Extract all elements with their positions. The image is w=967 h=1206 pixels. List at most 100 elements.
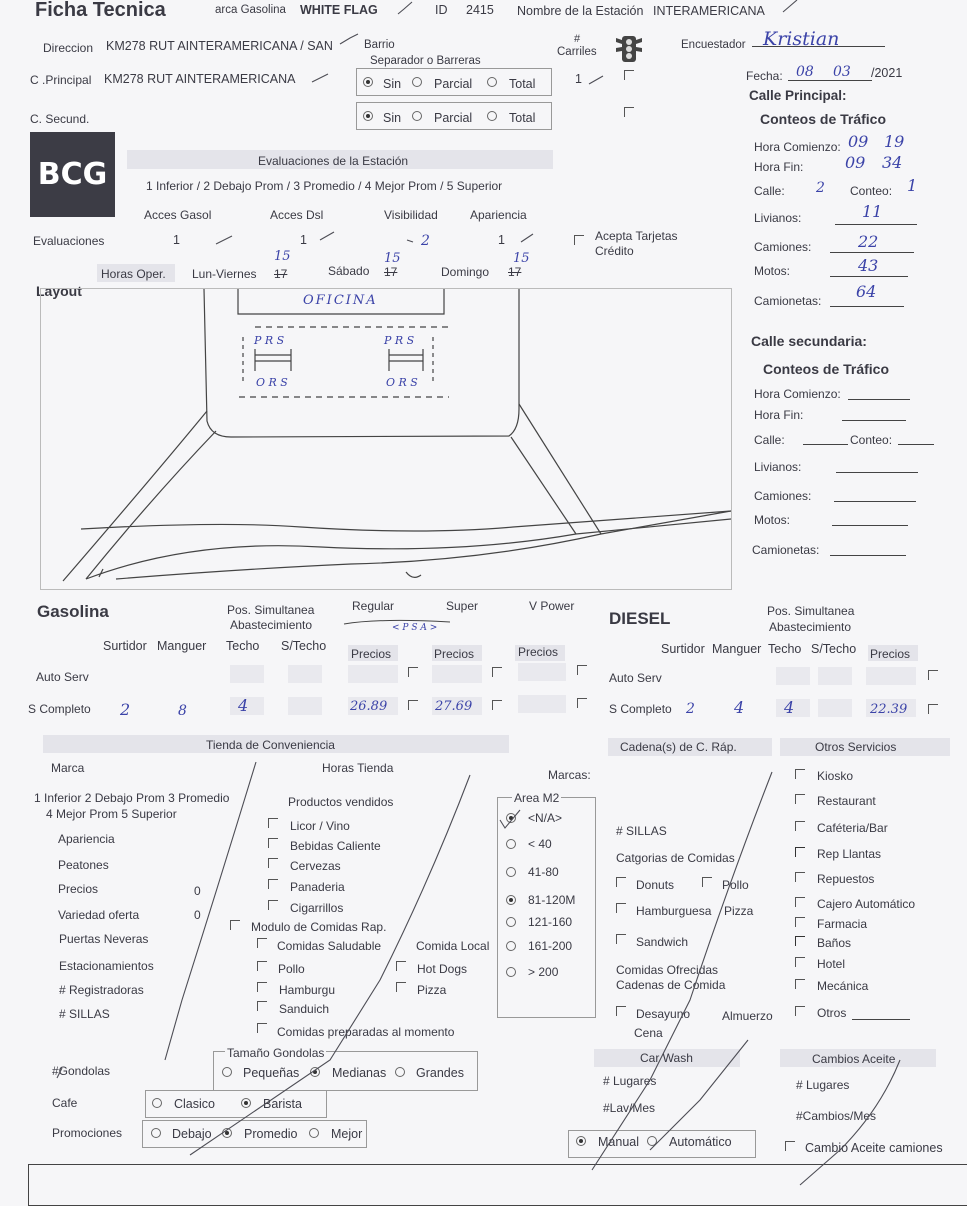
diesel-pos-simultanea: Pos. Simultanea (767, 604, 855, 618)
otros-checkbox-1[interactable] (795, 794, 805, 804)
secundaria-hora-fin-field[interactable] (842, 420, 906, 421)
otros-checkbox-10[interactable] (795, 1006, 805, 1016)
cervezas-checkbox[interactable] (268, 858, 278, 868)
area-radio-3[interactable] (506, 895, 516, 905)
gasolina-sc-vpower-checkbox[interactable] (577, 698, 587, 708)
otros-field[interactable] (852, 1019, 910, 1020)
secundaria-camionetas-field[interactable] (830, 555, 906, 556)
secundaria-motos-field[interactable] (832, 525, 908, 526)
otros-checkbox-4[interactable] (795, 872, 805, 882)
gasolina-sc-vpower-box[interactable] (518, 695, 566, 713)
aceite-camiones-checkbox[interactable] (785, 1141, 795, 1151)
licor-checkbox[interactable] (268, 818, 278, 828)
sanduich-checkbox[interactable] (257, 1001, 267, 1011)
cigarrillos-checkbox[interactable] (268, 900, 278, 910)
secundaria-calle-field[interactable] (803, 444, 848, 445)
principal-motos-value: 43 (858, 256, 879, 275)
radio-pequenas[interactable] (222, 1067, 232, 1077)
otros-checkbox-9[interactable] (795, 979, 805, 989)
diesel-sc-checkbox[interactable] (928, 704, 938, 714)
gasolina-as-regular-checkbox[interactable] (408, 667, 418, 677)
gasolina-as-precio-vpower[interactable] (518, 663, 566, 681)
desayuno-checkbox[interactable] (616, 1006, 626, 1016)
otros-checkbox-7[interactable] (795, 936, 805, 946)
area-radio-2[interactable] (506, 867, 516, 877)
donuts-checkbox[interactable] (616, 877, 626, 887)
gasolina-as-stecho[interactable] (288, 665, 322, 683)
hotdogs-checkbox[interactable] (396, 961, 406, 971)
otros-checkbox-3[interactable] (795, 847, 805, 857)
principal-camiones-value: 22 (858, 232, 879, 251)
diesel-as-precio[interactable] (866, 667, 916, 685)
area-radio-5[interactable] (506, 941, 516, 951)
gasolina-as-techo[interactable] (230, 665, 264, 683)
radio-mejor[interactable] (309, 1128, 319, 1138)
tarjetas-checkbox[interactable] (574, 235, 584, 245)
modulo-checkbox[interactable] (230, 920, 240, 930)
diesel-sc-techo: 4 (784, 698, 795, 717)
tienda-scale-2: 4 Mejor Prom 5 Superior (46, 807, 177, 821)
otros-checkbox-0[interactable] (795, 769, 805, 779)
aceite-cambios: #Cambios/Mes (796, 1109, 877, 1123)
csecund-checkbox[interactable] (624, 107, 634, 117)
diesel-sc-precio-box[interactable] (866, 699, 916, 717)
gasolina-sc-super-box[interactable] (432, 697, 482, 715)
diesel-sc-techo-box[interactable] (776, 699, 810, 717)
otros-checkbox-5[interactable] (795, 897, 805, 907)
gasolina-as-precio-regular[interactable] (348, 665, 398, 683)
preparadas-checkbox[interactable] (257, 1023, 267, 1033)
gasolina-sc-techo-box[interactable] (230, 697, 264, 715)
otros-checkbox-2[interactable] (795, 821, 805, 831)
radio-medianas[interactable] (310, 1067, 320, 1077)
gasolina-as-precio-super[interactable] (432, 665, 482, 683)
secundaria-conteo-field[interactable] (898, 444, 934, 445)
radio-sin-principal[interactable] (363, 77, 373, 87)
area-radio-4[interactable] (506, 917, 516, 927)
radio-total-principal[interactable] (487, 77, 497, 87)
area-radio-1[interactable] (506, 839, 516, 849)
diesel-as-stecho[interactable] (818, 667, 852, 685)
secundaria-hora-comienzo-field[interactable] (848, 399, 910, 400)
sandwich-checkbox[interactable] (616, 934, 626, 944)
cadena-pollo-checkbox[interactable] (702, 877, 712, 887)
radio-barista[interactable] (241, 1098, 251, 1108)
diesel-as-checkbox[interactable] (928, 670, 938, 680)
diesel-sc-stecho-box[interactable] (818, 699, 852, 717)
principal-camionetas-label: Camionetas: (754, 294, 822, 308)
gasolina-sc-regular-checkbox[interactable] (408, 700, 418, 710)
radio-grandes[interactable] (395, 1067, 405, 1077)
pollo-checkbox[interactable] (257, 961, 267, 971)
gasolina-sc-super-checkbox[interactable] (492, 700, 502, 710)
otros-checkbox-6[interactable] (795, 917, 805, 927)
modulo-label: Modulo de Comidas Rap. (251, 920, 387, 934)
secundaria-livianos-field[interactable] (836, 472, 918, 473)
pizza-checkbox[interactable] (396, 982, 406, 992)
hamburguesa-checkbox[interactable] (616, 903, 626, 913)
secundaria-camiones-field[interactable] (834, 501, 916, 502)
gasolina-sc-stecho-box[interactable] (288, 697, 322, 715)
radio-automatico[interactable] (647, 1136, 657, 1146)
gasolina-sc-regular-box[interactable] (348, 697, 398, 715)
radio-parcial-principal[interactable] (412, 77, 422, 87)
radio-parcial-secundaria[interactable] (412, 111, 422, 121)
carriles-checkbox[interactable] (624, 70, 634, 80)
radio-manual[interactable] (576, 1136, 586, 1146)
panaderia-checkbox[interactable] (268, 879, 278, 889)
radio-debajo[interactable] (151, 1128, 161, 1138)
saludable-label: Comidas Saludable (277, 939, 382, 953)
diesel-as-techo[interactable] (776, 667, 810, 685)
gasolina-abastecimiento: Abastecimiento (230, 618, 313, 632)
radio-sin-secundaria[interactable] (363, 111, 373, 121)
otros-checkbox-8[interactable] (795, 957, 805, 967)
area-radio-6[interactable] (506, 967, 516, 977)
radio-clasico[interactable] (152, 1098, 162, 1108)
surtidor-1-top: P R S (254, 334, 285, 347)
gasolina-as-vpower-checkbox[interactable] (577, 665, 587, 675)
area-radio-0[interactable] (506, 813, 516, 823)
radio-total-secundaria[interactable] (487, 111, 497, 121)
bebidas-checkbox[interactable] (268, 838, 278, 848)
domingo-old: 17 (508, 265, 522, 279)
saludable-checkbox[interactable] (257, 938, 267, 948)
hamburgu-checkbox[interactable] (257, 982, 267, 992)
gasolina-as-super-checkbox[interactable] (492, 667, 502, 677)
